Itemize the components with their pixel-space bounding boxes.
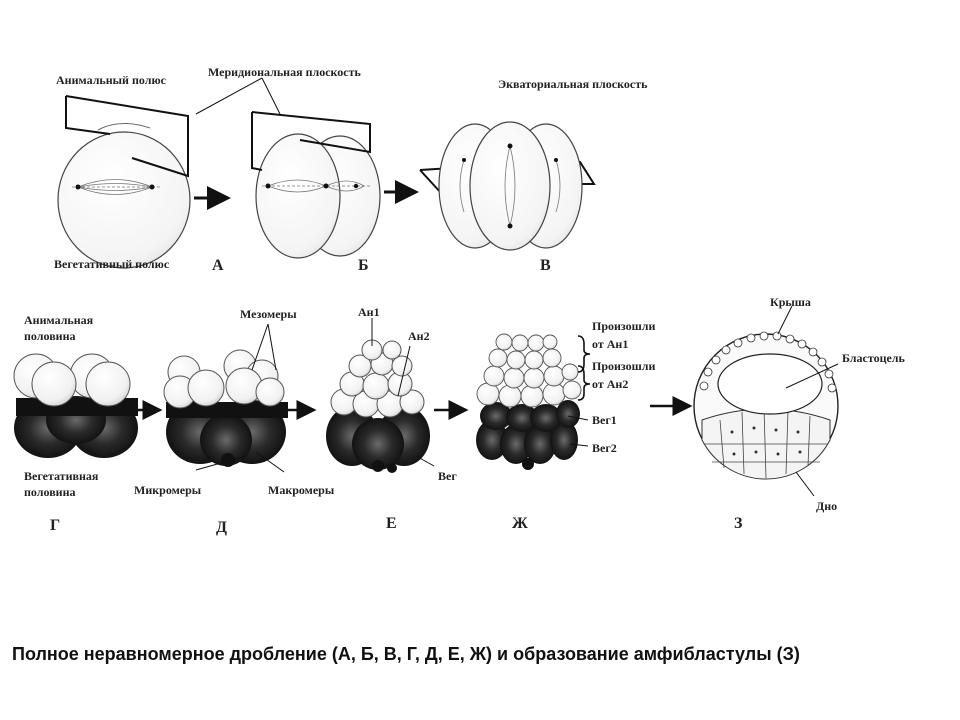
stage-letter-e: Е — [386, 515, 397, 532]
label-blastocoel: Бластоцель — [842, 351, 906, 365]
label-an2: Ан2 — [408, 329, 430, 343]
label-micromeres: Микромеры — [134, 483, 202, 497]
label-macromeres: Макромеры — [268, 483, 335, 497]
stage-letter-zh: Ж — [512, 515, 528, 532]
stage-a-egg — [57, 95, 191, 269]
stage-letter-g: Г — [50, 517, 60, 534]
label-equatorial-plane: Экваториальная плоскость — [498, 77, 648, 91]
label-from-an1-1: Произошли — [592, 319, 656, 333]
label-veg2: Вег2 — [592, 441, 617, 455]
stage-g-eight-cells — [13, 353, 138, 458]
label-animal-pole: Анимальный полюс — [56, 73, 167, 87]
label-mesomeres: Мезомеры — [240, 307, 297, 321]
label-vegetative-half-2: половина — [24, 485, 76, 499]
stage-zh-64-cells — [476, 333, 582, 470]
brace-an1 — [577, 335, 591, 373]
label-from-an2-1: Произошли — [592, 359, 656, 373]
stage-letter-z: З — [734, 515, 743, 532]
label-animal-half-2: половина — [24, 329, 76, 343]
stage-e-32-cells — [326, 339, 430, 473]
label-pointers — [195, 305, 839, 497]
label-animal-half-1: Анимальная — [24, 313, 94, 327]
stage-letter-a: А — [212, 257, 224, 274]
label-veg: Вег — [438, 469, 457, 483]
stage-letter-v: В — [540, 257, 551, 274]
label-roof: Крыша — [770, 295, 811, 309]
stage-b-two-cells — [251, 111, 381, 259]
figure-caption: Полное неравномерное дробление (А, Б, В,… — [12, 644, 800, 664]
label-from-an2-2: от Ан2 — [592, 377, 628, 391]
label-floor: Дно — [816, 499, 837, 513]
spindle-a — [72, 179, 160, 195]
label-vegetative-pole: Вегетативный полюс — [54, 257, 170, 271]
label-meridional-plane: Меридиональная плоскость — [208, 65, 362, 79]
stage-v-four-cells — [419, 121, 596, 251]
label-vegetative-half-1: Вегетативная — [24, 469, 99, 483]
stage-letter-b: Б — [358, 257, 369, 274]
label-from-an1-2: от Ан1 — [592, 337, 628, 351]
spindle-v — [459, 145, 561, 227]
brace-an2 — [577, 365, 591, 401]
stage-letter-d: Д — [216, 519, 227, 536]
label-veg1: Вег1 — [592, 413, 617, 427]
label-an1: Ан1 — [358, 305, 380, 319]
spindle-b — [262, 179, 370, 193]
stage-z-amphiblastula — [693, 331, 839, 480]
stage-d-sixteen-cells — [163, 349, 288, 467]
